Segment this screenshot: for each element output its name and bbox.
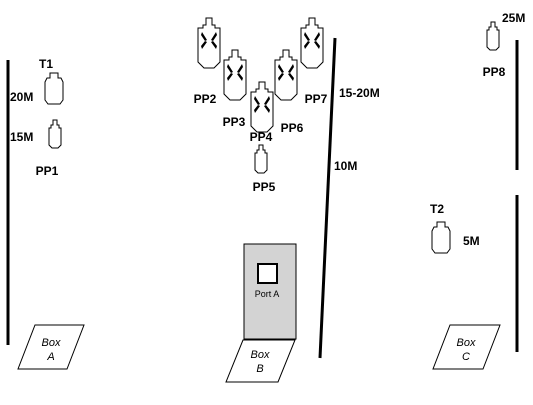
distance-15m-label: 15M bbox=[10, 130, 33, 144]
box-c[interactable]: Box C bbox=[432, 324, 501, 370]
target-pp8 bbox=[486, 21, 500, 51]
target-pp7-label: PP7 bbox=[305, 92, 328, 106]
target-pp2 bbox=[197, 17, 221, 69]
distance-15-20m-label: 15-20M bbox=[339, 86, 380, 100]
target-pp4 bbox=[250, 81, 274, 133]
target-pp3 bbox=[223, 49, 247, 101]
box-a-label-line1: Box bbox=[42, 337, 61, 349]
target-t1-steel bbox=[44, 72, 64, 105]
box-a-label-line2: A bbox=[46, 351, 54, 363]
target-pp8-label: PP8 bbox=[483, 65, 506, 79]
target-pp4-label: PP4 bbox=[250, 130, 273, 144]
target-pp5-label: PP5 bbox=[253, 180, 276, 194]
box-c-label-line1: Box bbox=[457, 337, 476, 349]
distance-25m-label: 25M bbox=[502, 11, 525, 25]
target-pp6-label: PP6 bbox=[281, 121, 304, 135]
target-pp3-label: PP3 bbox=[223, 115, 246, 129]
box-b[interactable]: Box B bbox=[225, 339, 296, 383]
distance-10m-label: 10M bbox=[334, 159, 357, 173]
box-b-label-line2: B bbox=[256, 363, 263, 375]
box-b-label-line1: Box bbox=[251, 349, 270, 361]
target-pp2-label: PP2 bbox=[194, 92, 217, 106]
target-pp7 bbox=[300, 17, 324, 69]
target-pp6 bbox=[274, 49, 298, 101]
distance-20m-label: 20M bbox=[10, 90, 33, 104]
center-wall bbox=[318, 37, 337, 359]
distance-5m-label: 5M bbox=[463, 234, 480, 248]
box-c-label-line2: C bbox=[462, 351, 470, 363]
port-a-label: Port A bbox=[255, 289, 280, 299]
target-pp1-label: PP1 bbox=[36, 164, 59, 178]
port-a-window bbox=[257, 263, 278, 284]
target-pp1 bbox=[48, 119, 62, 149]
target-pp5 bbox=[254, 144, 268, 174]
target-t2-label: T2 bbox=[430, 202, 444, 216]
port-a-wall bbox=[243, 243, 297, 340]
box-a[interactable]: Box A bbox=[17, 324, 85, 370]
target-t2-steel bbox=[431, 221, 451, 254]
target-t1-label: T1 bbox=[39, 57, 53, 71]
